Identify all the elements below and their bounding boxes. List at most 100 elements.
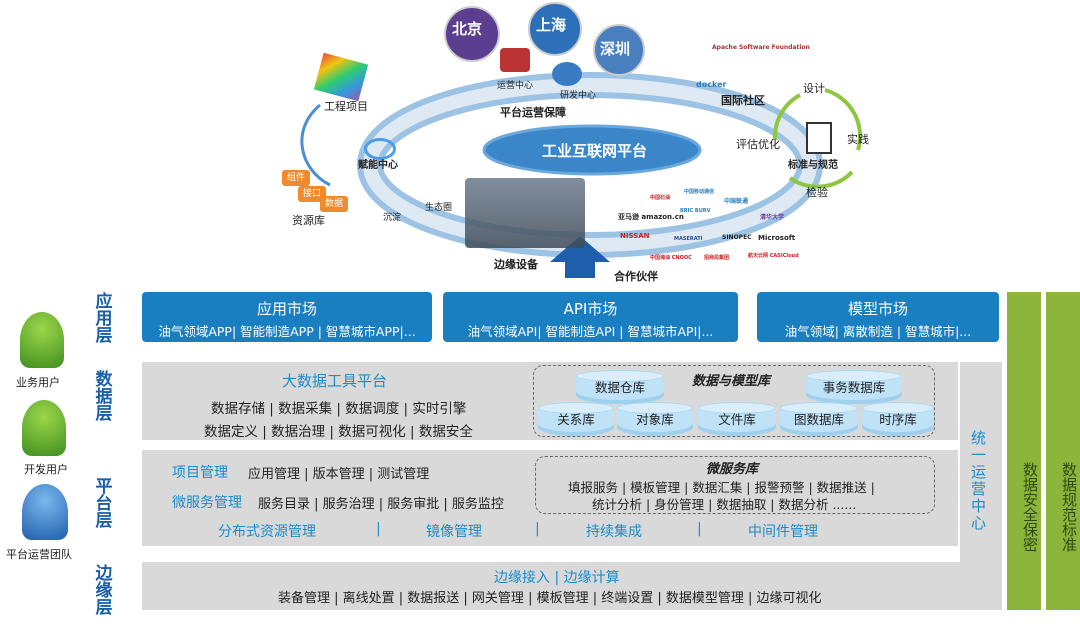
- market-model-title: 模型市场: [847, 300, 908, 318]
- city-shanghai-badge: [528, 2, 582, 56]
- city-shenzhen: 深圳: [600, 40, 631, 58]
- microservice-mgmt-items: 服务目录 | 服务治理 | 服务审批 | 服务监控: [258, 497, 504, 512]
- edge-layer-band: [142, 562, 1002, 610]
- microservice-lib-line1: 填报服务 | 模板管理 | 数据汇集 | 报警预警 | 数据推送 |: [568, 480, 875, 495]
- platform-ops-label: 平台运营保障: [500, 106, 566, 119]
- market-model[interactable]: 模型市场 油气领域| 离散制造 | 智慧城市|...: [757, 292, 999, 342]
- business-user-avatar: [20, 312, 64, 368]
- partner-logo-casicloud: 航天云网 CASICloud: [748, 253, 799, 259]
- platform-ellipse: [482, 124, 702, 176]
- layer-label-app: 应用层: [91, 292, 112, 343]
- cycle-optimize: 评估优化: [736, 138, 780, 151]
- market-app-title: 应用市场: [256, 300, 317, 318]
- partner-logo-unicom: 中国联通: [724, 198, 749, 205]
- market-app[interactable]: 应用市场 油气领域APP| 智能制造APP | 智慧城市APP|...: [142, 292, 432, 342]
- business-user-label: 业务用户: [16, 376, 60, 389]
- platform-sep-3: |: [697, 521, 702, 537]
- cycle-design: 设计: [803, 82, 825, 95]
- partner-logo-cmhk: 招商局集团: [704, 255, 730, 261]
- microservice-lib-box: [535, 456, 935, 514]
- document-icon: [806, 122, 832, 154]
- partner-logo-bric: BRIC BURV: [680, 208, 711, 214]
- partner-logo-cnooc: 中国海油 CNOOC: [650, 255, 692, 261]
- edge-devices-label: 边缘设备: [494, 258, 538, 271]
- city-beijing-badge: [444, 6, 500, 62]
- standards-label: 标准与规范: [788, 160, 838, 171]
- cycle-verify: 检验: [806, 186, 828, 199]
- db-timeseries: 时序库: [862, 402, 934, 436]
- resource-lib-label: 资源库: [292, 214, 325, 227]
- rd-center-label: 研发中心: [560, 91, 597, 101]
- ecosystem-label: 生态圈: [425, 203, 453, 213]
- apache-logo: Apache Software Foundation: [712, 44, 810, 51]
- partner-logo-nissan: NISSAN: [620, 232, 650, 240]
- data-standards-bar: 数据规范标准: [1046, 292, 1080, 610]
- resource-item-interface: 接口: [298, 186, 326, 202]
- db-graph: 图数据库: [780, 402, 858, 436]
- market-api-sub: 油气领域API| 智能制造API | 智慧城市API|...: [467, 324, 714, 339]
- edge-items: 装备管理 | 离线处置 | 数据报送 | 网关管理 | 模板管理 | 终端设置 …: [278, 591, 822, 606]
- intl-community-label: 国际社区: [721, 94, 765, 107]
- partner-logo-sinopec: SINOPEC: [722, 234, 752, 241]
- project-mgmt-items: 应用管理 | 版本管理 | 测试管理: [248, 467, 430, 482]
- platform-title: 工业互联网平台: [542, 142, 648, 160]
- partner-logo-petrochina: 中国石油: [650, 195, 671, 201]
- data-model-lib-box: [533, 365, 935, 437]
- market-api[interactable]: API市场 油气领域API| 智能制造API | 智慧城市API|...: [443, 292, 738, 342]
- resource-item-component: 组件: [282, 170, 310, 186]
- distributed-resource-mgmt: 分布式资源管理: [218, 524, 316, 540]
- data-tools-line2: 数据定义 | 数据治理 | 数据可视化 | 数据安全: [204, 424, 473, 440]
- platform-layer-band: [142, 450, 958, 546]
- ops-team-avatar: [22, 484, 68, 540]
- cycle-practice: 实践: [847, 133, 869, 146]
- developer-user-avatar: [22, 400, 66, 456]
- ops-team-label: 平台运营团队: [6, 548, 72, 561]
- continuous-integration: 持续集成: [586, 524, 642, 540]
- partner-logo-cmcc: 中国移动通信: [684, 189, 715, 195]
- left-cycle-arrow: [300, 103, 331, 187]
- developer-user-label: 开发用户: [24, 463, 68, 476]
- partner-logo-tsinghua: 清华大学: [760, 214, 785, 221]
- platform-sep-1: |: [376, 521, 381, 537]
- top-illustration: [300, 72, 862, 278]
- db-relational: 关系库: [538, 402, 614, 436]
- platform-sep-2: |: [535, 521, 540, 537]
- layer-label-edge: 边缘层: [91, 564, 112, 615]
- project-mgmt-title: 项目管理: [172, 465, 228, 481]
- microservice-lib-title: 微服务库: [706, 462, 759, 477]
- image-mgmt: 镜像管理: [426, 524, 482, 540]
- db-transaction: 事务数据库: [806, 370, 902, 404]
- empower-center-label: 赋能中心: [358, 160, 398, 171]
- cycle-arrows: [772, 88, 862, 189]
- partner-logo-amazon: 亚马逊 amazon.cn: [618, 213, 684, 221]
- city-shenzhen-badge: [593, 24, 645, 76]
- partner-logo-microsoft: Microsoft: [758, 234, 796, 242]
- market-app-sub: 油气领域APP| 智能制造APP | 智慧城市APP|...: [158, 324, 416, 339]
- resource-item-data: 数据: [320, 196, 348, 212]
- market-api-title: API市场: [563, 300, 618, 318]
- data-tools-line1: 数据存储 | 数据采集 | 数据调度 | 实时引擎: [211, 401, 467, 417]
- layer-label-platform: 平台层: [91, 477, 112, 528]
- partner-logo-maserati: MASERATI: [674, 236, 703, 242]
- ops-center-label: 运营中心: [497, 81, 534, 91]
- unified-ops-center-label: 统一运营中心: [969, 430, 987, 532]
- empower-center-icon: [364, 138, 396, 160]
- db-object: 对象库: [617, 402, 693, 436]
- microservice-lib-line2: 统计分析 | 身份管理 | 数据抽取 | 数据分析 ......: [592, 497, 857, 512]
- sediment-label: 沉淀: [383, 213, 402, 223]
- data-model-lib-title: 数据与模型库: [692, 374, 771, 389]
- partners-label: 合作伙伴: [614, 270, 658, 283]
- db-warehouse: 数据仓库: [576, 370, 664, 404]
- engineering-label: 工程项目: [324, 100, 368, 113]
- city-beijing: 北京: [452, 20, 483, 38]
- data-security-bar: 数据安全保密: [1007, 292, 1041, 610]
- layer-label-data: 数据层: [91, 370, 112, 421]
- microservice-mgmt-title: 微服务管理: [172, 495, 242, 511]
- up-arrow: [550, 236, 610, 278]
- city-shanghai: 上海: [536, 16, 567, 34]
- rd-center-icon: [552, 62, 582, 86]
- unified-ops-center-bar: [960, 362, 1002, 610]
- middleware-mgmt: 中间件管理: [748, 524, 818, 540]
- edge-devices-image: [465, 178, 585, 248]
- edge-title: 边缘接入 | 边缘计算: [494, 570, 620, 586]
